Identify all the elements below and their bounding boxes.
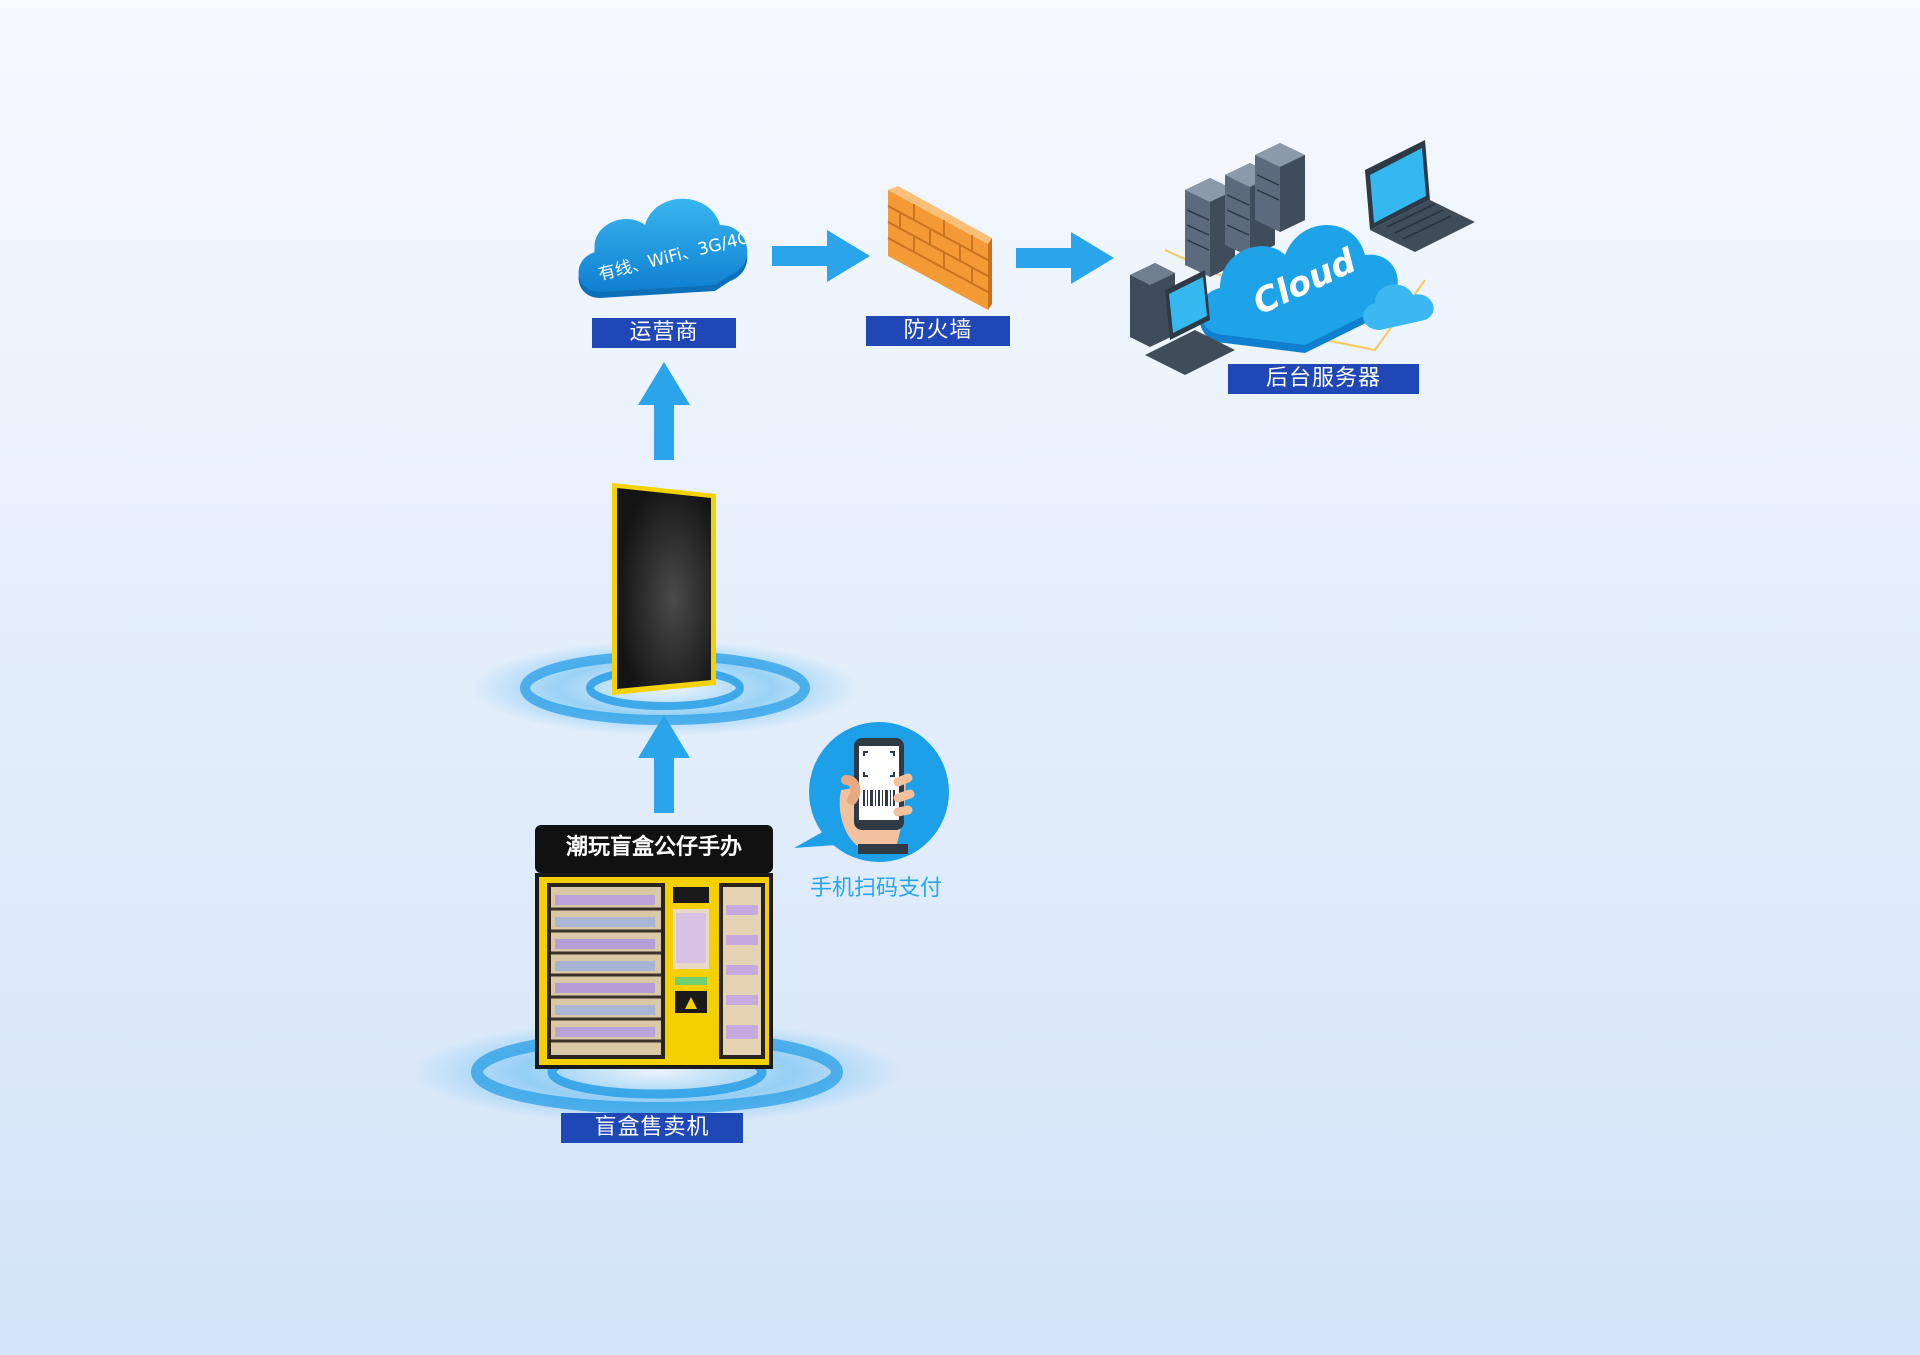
server-label: 后台服务器 — [1228, 364, 1419, 394]
carrier-label: 运营商 — [592, 318, 736, 348]
vending-machine-icon: 潮玩盲盒公仔手办 — [533, 825, 775, 1071]
payment-label: 手机扫码支付 — [810, 876, 943, 901]
vending-sign: 潮玩盲盒公仔手办 — [565, 835, 742, 860]
desktop-icon — [1130, 263, 1235, 375]
carrier-cloud-icon: 有线、WiFi、3G/4G — [578, 198, 753, 298]
arrow-up-icon — [638, 362, 690, 460]
vending-rings — [412, 1020, 902, 1124]
firewall-label: 防火墙 — [866, 316, 1010, 346]
firewall-icon — [887, 186, 992, 310]
arrow-right-icon — [772, 230, 870, 282]
vending-label: 盲盒售卖机 — [561, 1113, 743, 1143]
phone-scan-icon — [794, 722, 949, 862]
server-cloud-icon: Cloud — [1130, 140, 1475, 375]
arrow-up-icon — [638, 715, 690, 813]
laptop-icon — [1365, 140, 1475, 252]
arrow-right-icon — [1016, 232, 1114, 284]
tablet-icon — [612, 483, 716, 695]
